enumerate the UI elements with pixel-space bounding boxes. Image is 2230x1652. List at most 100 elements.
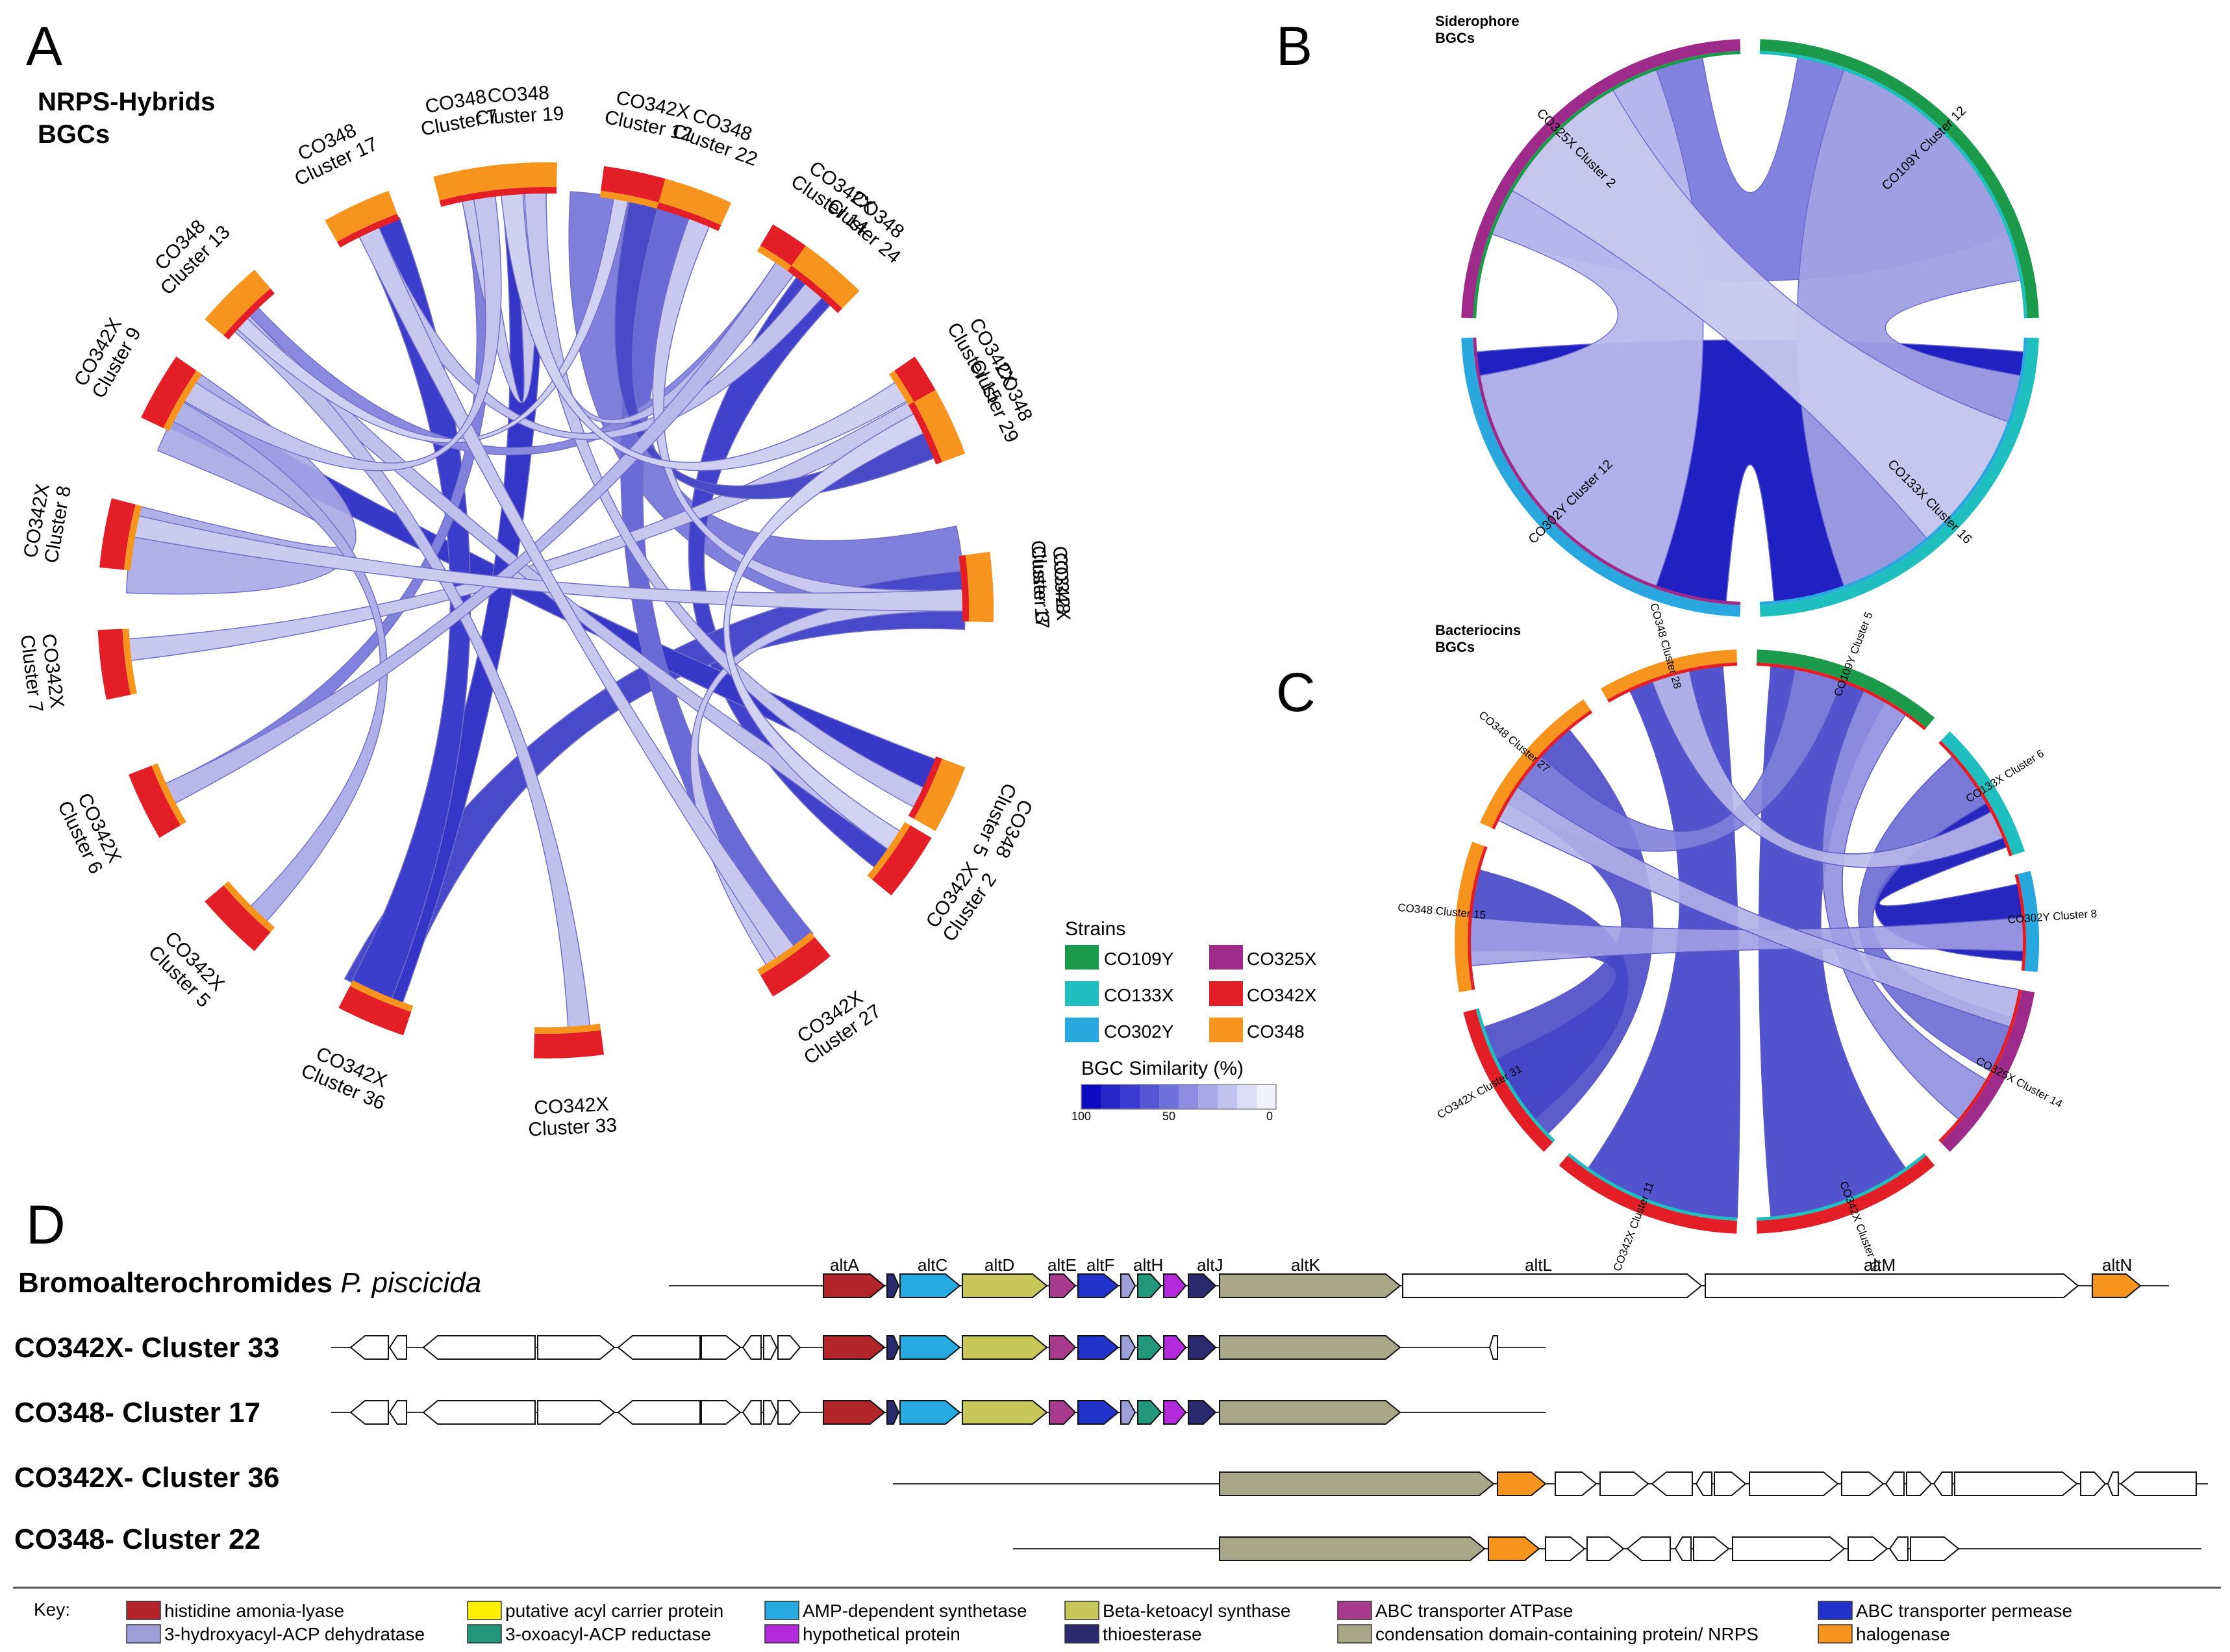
gene-arrows: [331, 1273, 2208, 1561]
row-label-co348-cluster-22: CO348- Cluster 22: [14, 1523, 260, 1555]
gene-arrow: [1188, 1273, 1217, 1298]
gene-arrow: [1705, 1273, 2079, 1298]
panel-b-title-line2: BGCs: [1435, 30, 1475, 46]
legend-label-co133x: CO133X: [1104, 985, 1174, 1005]
key-swatch: [1337, 1624, 1372, 1644]
cluster-label: CO342XCluster 2: [921, 857, 1001, 945]
gene-label-altM: altM: [1864, 1255, 1896, 1275]
gene-arrow: [422, 1400, 536, 1425]
legend-swatch-co325x: [1209, 945, 1243, 970]
key-swatch: [1064, 1624, 1099, 1644]
cluster-arc-inner: [223, 881, 275, 932]
gene-label-altK: altK: [1291, 1255, 1320, 1275]
gene-arrow: [349, 1335, 389, 1360]
gene-arrow: [2120, 1471, 2197, 1496]
similarity-tick-50: 50: [1162, 1110, 1175, 1123]
cluster-arc-inner: [757, 932, 815, 975]
gene-arrow: [1163, 1273, 1187, 1298]
cluster-arc: [205, 269, 271, 336]
legend-label-co302y: CO302Y: [1104, 1021, 1174, 1042]
legend-label-co325x: CO325X: [1247, 949, 1317, 969]
cluster-arc: [141, 357, 197, 429]
cluster-arc-inner: [122, 629, 137, 695]
cluster-arc-inner: [787, 266, 842, 314]
gene-arrow: [1049, 1400, 1077, 1425]
gene-arrow: [1219, 1471, 1495, 1496]
key-label: 3-hydroxyacyl-ACP dehydratase: [164, 1624, 425, 1644]
cluster-arc: [1940, 731, 2025, 856]
gene-arrow: [1586, 1536, 1625, 1561]
key-swatch: [1818, 1624, 1853, 1644]
cluster-arc-inner: [908, 401, 942, 465]
strain-legend: Strains CO109Y CO325X CO133X CO342X CO30…: [1065, 918, 1317, 1123]
cluster-label: CO342XCluster 8: [19, 481, 75, 565]
cluster-label: CO342XCluster 7: [16, 631, 68, 714]
gene-label-altE: altE: [1047, 1255, 1077, 1275]
key-label: halogenase: [1856, 1624, 1950, 1644]
key-label: putative acyl carrier protein: [505, 1601, 723, 1621]
cluster-arc: [1940, 990, 2035, 1152]
similarity-color-step: [1218, 1084, 1238, 1109]
gene-arrow: [1933, 1471, 1953, 1496]
gene-arrow: [1049, 1273, 1077, 1298]
cluster-arc: [965, 551, 994, 623]
cluster-arc-inner: [439, 189, 506, 207]
gene-cluster-alignment: Bromoalterochromides P. piscicida CO342X…: [14, 1255, 2208, 1561]
gene-arrow: [1732, 1536, 1846, 1561]
key-label: condensation domain-containing protein/ …: [1375, 1624, 1759, 1644]
cluster-arc: [760, 937, 831, 997]
panel-b-title-line1: Siderophore: [1435, 13, 1520, 29]
similarity-color-step: [1101, 1084, 1121, 1109]
key-swatch: [126, 1601, 161, 1620]
cluster-arc: [129, 765, 181, 838]
cluster-arc: [97, 629, 131, 700]
gene-arrow: [962, 1335, 1048, 1360]
panel-a-title-line2: BGCs: [38, 120, 110, 149]
gene-arrow: [1077, 1273, 1120, 1298]
gene-arrow: [388, 1400, 407, 1425]
gene-arrow: [537, 1335, 616, 1360]
similarity-color-step: [1198, 1084, 1218, 1109]
cluster-label: CO342XCluster 17: [1027, 538, 1074, 629]
cluster-arc-inner: [151, 763, 186, 825]
legend-label-co348: CO348: [1247, 1021, 1305, 1042]
legend-label-co342x: CO342X: [1247, 985, 1317, 1005]
gene-arrow: [1910, 1536, 1960, 1561]
gene-arrow: [1841, 1471, 1885, 1496]
cluster-arc: [338, 986, 412, 1036]
panel-c-title-line2: BGCs: [1435, 639, 1475, 655]
gene-arrow: [1219, 1335, 1401, 1360]
gene-arrow: [1888, 1536, 1909, 1561]
gene-arrow: [1906, 1471, 1933, 1496]
similarity-color-step: [1120, 1084, 1140, 1109]
cluster-arc: [872, 825, 932, 895]
gene-arrow: [1599, 1471, 1649, 1496]
chord-ribbon: [1497, 786, 2020, 1028]
key-label: 3-oxoacyl-ACP reductase: [505, 1624, 711, 1644]
gene-label-altD: altD: [984, 1255, 1014, 1275]
gene-arrow: [1749, 1471, 1839, 1496]
gene-arrow: [1497, 1471, 1547, 1496]
gene-arrow: [701, 1400, 742, 1425]
gene-arrow: [617, 1400, 701, 1425]
gene-arrow: [1163, 1335, 1187, 1360]
key-swatch: [1818, 1601, 1853, 1620]
row-label-co342x-cluster-33: CO342X- Cluster 33: [14, 1332, 279, 1364]
gene-arrow: [1077, 1400, 1120, 1425]
similarity-color-scale: [1081, 1084, 1277, 1110]
similarity-scale-border: [1081, 1084, 1277, 1110]
key-swatch: [764, 1601, 799, 1620]
gene-arrow: [1188, 1335, 1217, 1360]
gene-arrow: [1163, 1400, 1187, 1425]
panel-a-letter: A: [26, 16, 62, 77]
gene-arrow: [1219, 1536, 1486, 1561]
gene-arrow: [962, 1273, 1048, 1298]
cluster-arc-inner: [599, 190, 666, 211]
cluster-arc: [2018, 871, 2039, 973]
gene-arrow: [1488, 1536, 1540, 1561]
cluster-arc-inner: [958, 555, 969, 622]
gene-arrow: [1693, 1536, 1730, 1561]
panel-a-title-line1: NRPS-Hybrids: [38, 88, 215, 116]
